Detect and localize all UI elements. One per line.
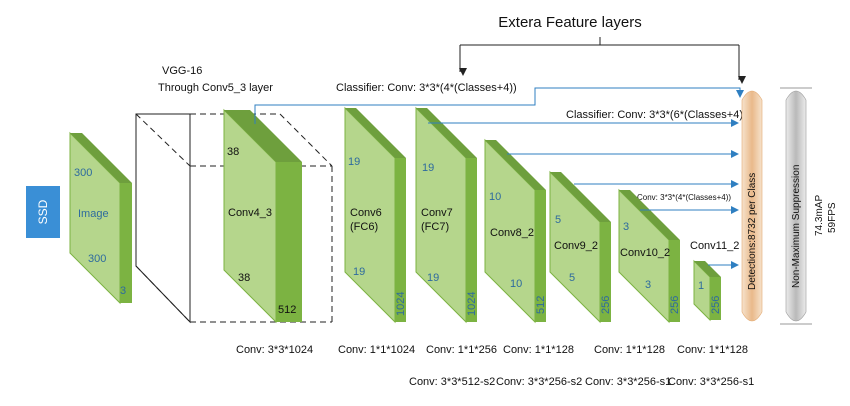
ssd-label-box: SSD <box>26 186 60 238</box>
conv9-size-top: 5 <box>555 214 561 226</box>
conv9-size-bottom: 5 <box>569 272 575 284</box>
result-map: 74.3mAP <box>814 195 825 236</box>
image-block: 300 Image 300 3 <box>69 131 132 305</box>
conv8-size-top: 10 <box>489 191 501 203</box>
result-fps: 59FPS <box>827 202 838 233</box>
classifier-small-label: Conv: 3*3*(4*(Classes+4)) <box>637 193 731 202</box>
conv8-depth: 512 <box>535 296 547 314</box>
conv10-name: Conv10_2 <box>620 247 670 259</box>
conv-row-2: Conv: 3*3*512-s2 Conv: 3*3*256-s2 Conv: … <box>409 376 754 388</box>
conv11-name: Conv11_2 <box>690 240 739 252</box>
image-size-bottom: 300 <box>88 253 106 265</box>
conv7-depth: 1024 <box>466 292 478 316</box>
ssd-label: SSD <box>36 199 50 224</box>
conv6-alias: (FC6) <box>350 221 378 233</box>
image-size-top: 300 <box>74 167 92 179</box>
vgg-subtitle: Through Conv5_3 layer <box>158 82 273 94</box>
conv10-size-bottom: 3 <box>645 279 651 291</box>
conv-row-1: Conv: 3*3*1024 Conv: 1*1*1024 Conv: 1*1*… <box>236 344 748 356</box>
conv7-block: 19 Conv7 (FC7) 19 1024 <box>415 106 478 324</box>
conv8-size-bottom: 10 <box>510 278 522 290</box>
conv6-block: 19 Conv6 (FC6) 19 1024 <box>344 106 407 324</box>
nms-capsule: Non-Maximum Suppression <box>780 87 812 325</box>
vgg-title: VGG-16 <box>162 65 202 77</box>
conv-row1-item: Conv: 1*1*128 <box>503 344 574 356</box>
detections-label: Detections:8732 per Class <box>747 173 758 290</box>
conv6-size-top: 19 <box>348 156 360 168</box>
extra-feature-title: Extera Feature layers <box>498 14 641 31</box>
conv11-size-top: 1 <box>698 280 704 292</box>
conv11-2-block: Conv11_2 1 256 <box>690 240 739 322</box>
image-depth: 3 <box>120 285 126 297</box>
conv6-name: Conv6 <box>350 207 382 219</box>
conv9-depth: 256 <box>600 296 612 314</box>
conv4-size-top: 38 <box>227 146 239 158</box>
conv-row1-item: Conv: 1*1*128 <box>677 344 748 356</box>
classifier-arrows <box>254 87 744 269</box>
conv7-alias: (FC7) <box>421 221 449 233</box>
conv7-name: Conv7 <box>421 207 453 219</box>
conv9-name: Conv9_2 <box>554 240 598 252</box>
conv-row1-item: Conv: 3*3*1024 <box>236 344 313 356</box>
conv8-2-block: 10 Conv8_2 10 512 <box>484 138 547 324</box>
conv6-depth: 1024 <box>395 292 407 316</box>
conv-row2-item: Conv: 3*3*512-s2 <box>409 376 495 388</box>
image-name: Image <box>78 208 109 220</box>
conv7-size-bottom: 19 <box>427 272 439 284</box>
conv8-name: Conv8_2 <box>490 227 534 239</box>
conv10-size-top: 3 <box>623 221 629 233</box>
conv4-3-block: 38 Conv4_3 38 512 <box>223 108 302 324</box>
classifier-mid-label: Classifier: Conv: 3*3*(6*(Classes+4)) <box>566 109 747 121</box>
conv6-size-bottom: 19 <box>353 266 365 278</box>
conv10-depth: 256 <box>669 296 681 314</box>
conv4-name: Conv4_3 <box>228 207 272 219</box>
conv-row1-item: Conv: 1*1*256 <box>426 344 497 356</box>
conv-row2-item: Conv: 3*3*256-s1 <box>585 376 671 388</box>
extra-feature-header: Extera Feature layers <box>459 14 746 84</box>
conv4-depth: 512 <box>278 304 296 316</box>
conv-row2-item: Conv: 3*3*256-s1 <box>668 376 754 388</box>
conv9-2-block: 5 Conv9_2 5 256 <box>549 170 612 324</box>
detections-capsule: Detections:8732 per Class <box>741 90 763 322</box>
nms-label: Non-Maximum Suppression <box>791 165 802 288</box>
vgg-dashed-cube <box>135 113 333 324</box>
conv-row2-item: Conv: 3*3*256-s2 <box>496 376 582 388</box>
conv7-size-top: 19 <box>422 162 434 174</box>
arrow-conv4 <box>254 87 744 124</box>
conv-row1-item: Conv: 1*1*1024 <box>338 344 415 356</box>
conv10-2-block: 3 Conv10_2 3 256 <box>618 188 681 324</box>
conv11-depth: 256 <box>710 296 722 314</box>
conv-row1-item: Conv: 1*1*128 <box>594 344 665 356</box>
classifier-top-label: Classifier: Conv: 3*3*(4*(Classes+4)) <box>336 82 517 94</box>
conv4-size-bottom: 38 <box>238 272 250 284</box>
